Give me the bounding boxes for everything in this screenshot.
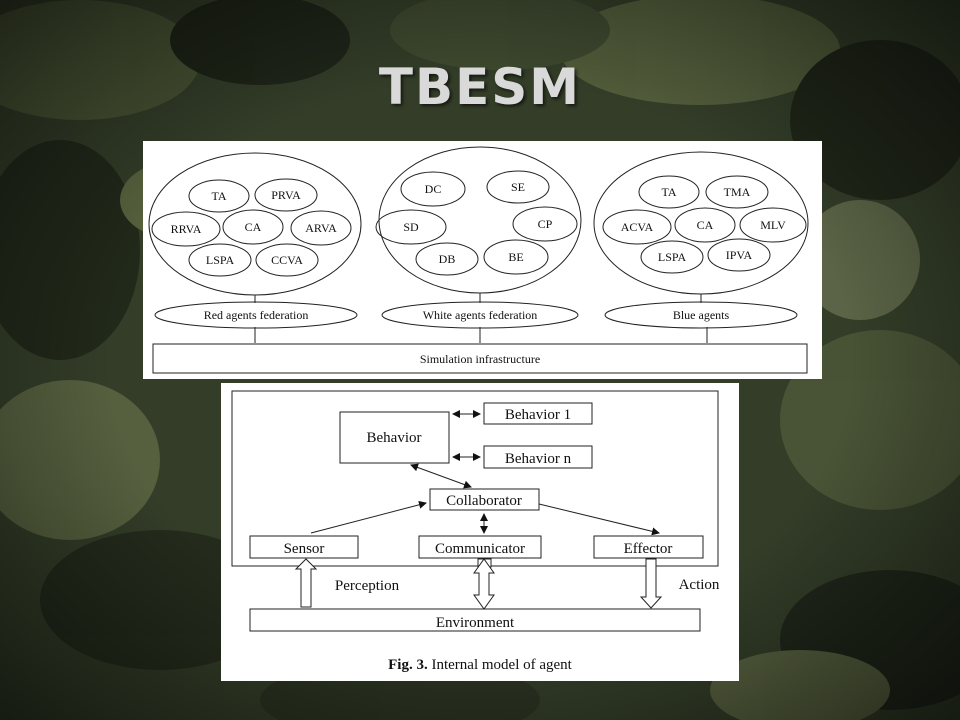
figure-caption: Fig. 3. Internal model of agent bbox=[388, 657, 573, 673]
communicator-box bbox=[418, 535, 542, 559]
simulation-infrastructure-bar bbox=[152, 343, 808, 374]
communicator-label: Communicator bbox=[435, 541, 525, 557]
agent-label: TA bbox=[661, 185, 676, 199]
collaborator-label: Collaborator bbox=[446, 493, 522, 509]
agent-label: LSPA bbox=[206, 253, 235, 267]
agent-label: CA bbox=[245, 220, 262, 234]
perception-label: Perception bbox=[335, 578, 400, 594]
behavior-1-label: Behavior 1 bbox=[505, 407, 571, 423]
agent-label: SD bbox=[403, 220, 419, 234]
agent-label: ACVA bbox=[621, 220, 654, 234]
red-federation-node bbox=[154, 301, 358, 329]
behavior-n-box bbox=[483, 445, 593, 469]
agent-model-panel: Behavior Behavior 1 Behavior n Collabora… bbox=[221, 383, 739, 681]
agent-label: CP bbox=[538, 217, 553, 231]
effector-label: Effector bbox=[624, 541, 673, 557]
agent-label: PRVA bbox=[271, 188, 301, 202]
agent-label: IPVA bbox=[726, 248, 753, 262]
caption-text: Internal model of agent bbox=[428, 657, 573, 673]
agent-label: TA bbox=[211, 189, 226, 203]
sensor-box bbox=[249, 535, 359, 559]
federation-label: Blue agents bbox=[673, 308, 730, 322]
agent-label: ARVA bbox=[305, 221, 337, 235]
blue-federation-node bbox=[604, 301, 798, 329]
infrastructure-label: Simulation infrastructure bbox=[420, 352, 540, 366]
collaborator-box bbox=[429, 488, 540, 511]
behavior-box bbox=[339, 411, 450, 464]
perception-arrow bbox=[294, 558, 318, 608]
behavior-n-label: Behavior n bbox=[505, 451, 572, 467]
agent-label: TMA bbox=[724, 185, 751, 199]
slide-title: TBESM bbox=[378, 58, 582, 116]
agent-label: LSPA bbox=[658, 250, 687, 264]
caption-bold: Fig. 3. bbox=[388, 657, 428, 673]
effector-box bbox=[593, 535, 704, 559]
agent-label: DB bbox=[439, 252, 456, 266]
sensor-label: Sensor bbox=[284, 541, 325, 557]
white-federation-node bbox=[381, 301, 579, 329]
action-label: Action bbox=[679, 577, 720, 593]
behavior-1-box bbox=[483, 402, 593, 425]
behavior-label: Behavior bbox=[367, 430, 422, 446]
action-arrow bbox=[639, 558, 663, 609]
agent-label: RRVA bbox=[171, 222, 202, 236]
environment-box bbox=[249, 608, 701, 632]
agent-label: MLV bbox=[760, 218, 786, 232]
federation-diagram: TA PRVA RRVA CA ARVA LSPA CCVA DC SE SD … bbox=[148, 146, 809, 374]
agent-label: BE bbox=[508, 250, 523, 264]
agent-boundary bbox=[231, 390, 719, 567]
federation-label: Red agents federation bbox=[204, 308, 309, 322]
environment-label: Environment bbox=[436, 615, 515, 631]
agent-label: CCVA bbox=[271, 253, 303, 267]
agent-label: CA bbox=[697, 218, 714, 232]
agent-label: DC bbox=[425, 182, 442, 196]
agent-model-diagram: Behavior Behavior 1 Behavior n Collabora… bbox=[231, 390, 720, 673]
agent-label: SE bbox=[511, 180, 525, 194]
federation-label: White agents federation bbox=[423, 308, 538, 322]
federation-diagram-panel: TA PRVA RRVA CA ARVA LSPA CCVA DC SE SD … bbox=[143, 141, 822, 379]
